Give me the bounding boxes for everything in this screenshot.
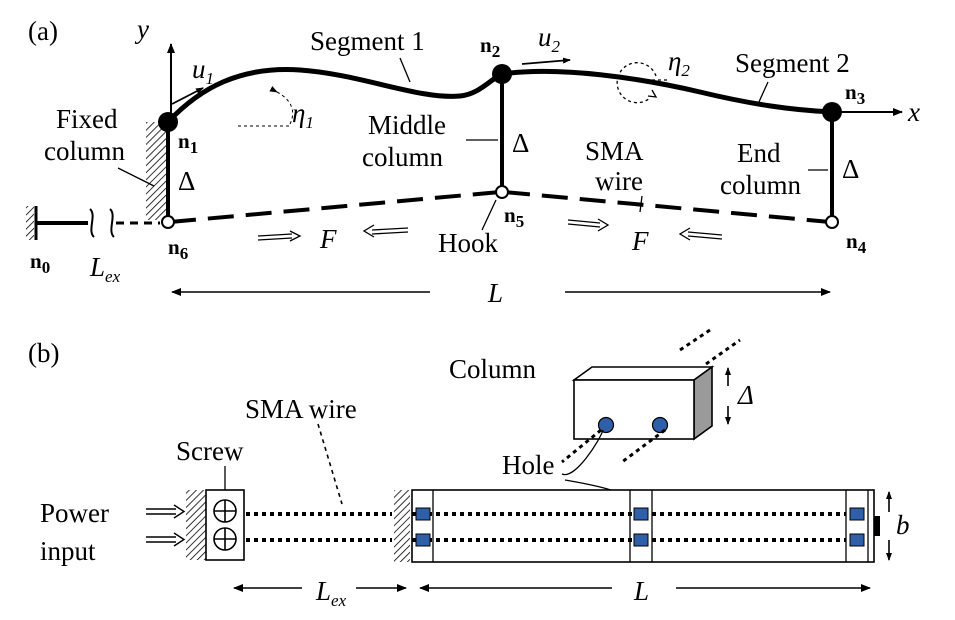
fixed-column-label-line2: column (44, 136, 125, 166)
column-label: Column (449, 354, 537, 384)
fixed-wall-hatch (146, 122, 166, 220)
eta1-label: η1 (292, 98, 314, 132)
fixed-column-label-line1: Fixed (56, 104, 118, 134)
beam-body (411, 489, 875, 563)
segment-1-label: Segment 1 (310, 26, 425, 56)
lex-label-a: Lex (89, 252, 121, 286)
panel-b: (b) Column Δ Hole (28, 328, 910, 610)
power-input-arrow-bottom (146, 532, 186, 547)
node-n2-label: n2 (480, 33, 500, 61)
eta2-arc (616, 62, 657, 104)
middle-column-label-line1: Middle (368, 110, 446, 140)
eta2-label: η2 (668, 46, 690, 80)
u1-arrow (171, 87, 204, 105)
beam-end-tab (874, 516, 880, 536)
eta1-arc (269, 86, 294, 125)
fixed-column-leader (117, 167, 155, 187)
end-column-label-line1: End (737, 138, 781, 168)
beam-wall-hatch (394, 490, 410, 562)
sma-wire-leader (639, 195, 643, 213)
u2-label: u2 (538, 22, 561, 56)
hook-label: Hook (438, 228, 498, 258)
length-label-a: L (487, 278, 503, 308)
delta-fixed-column: Δ (178, 166, 195, 196)
segment-2-leader (757, 81, 769, 105)
node-n6-label: n6 (168, 235, 188, 263)
n0-wall-hatch (26, 206, 34, 240)
x-axis-label: x (907, 97, 920, 127)
node-n4-label: n4 (846, 229, 867, 257)
beam-curve (166, 67, 833, 124)
node-n5-label: n5 (504, 203, 524, 231)
panel-a-label: (a) (28, 16, 58, 46)
panel-b-label: (b) (28, 338, 59, 368)
node-n5-ring (495, 185, 509, 199)
break-mark-1 (89, 208, 95, 238)
hole-label: Hole (502, 450, 555, 480)
power-input-label-line2: input (40, 536, 96, 566)
sma-wire-label-line1: SMA (585, 136, 644, 166)
column-3d-box (571, 365, 715, 441)
force-label-right: F (631, 226, 649, 256)
delta-end-column: Δ (842, 154, 859, 184)
break-mark-2 (109, 208, 115, 238)
column-hole-1 (597, 416, 615, 434)
node-n1-label: n1 (178, 129, 198, 157)
force-label-left: F (319, 224, 337, 254)
node-n4-ring (825, 215, 839, 229)
screw-icon-top (213, 499, 237, 523)
column-hole-2 (651, 416, 669, 434)
y-axis-label: y (134, 14, 149, 44)
panel-a: (a) y x n1 n2 n3 (26, 14, 920, 308)
power-input-arrow-top (146, 504, 186, 519)
lex-label-b: Lex (315, 576, 347, 610)
segment-1-leader (399, 57, 411, 83)
hole-axis-2-lower (621, 428, 666, 464)
sma-wire-left-dashed (169, 190, 501, 224)
node-n2-dot (492, 64, 512, 84)
screw-wall-hatch (186, 490, 206, 560)
delta-label-b: Δ (737, 380, 754, 410)
sma-wire-label-b: SMA wire (245, 394, 357, 424)
node-n3-dot (822, 102, 842, 122)
sma-wire-leader-b (317, 423, 343, 505)
force-arrow-right-pair (567, 218, 723, 241)
node-n0-label: n0 (30, 249, 50, 277)
node-n3-label: n3 (845, 80, 865, 108)
width-label: b (896, 510, 910, 540)
force-arrow-left-pair (257, 224, 409, 242)
hole-axis-1-upper (679, 328, 711, 352)
hole-leader-upper (561, 429, 604, 476)
segment-2-label: Segment 2 (735, 48, 850, 78)
sma-wire-right-dashed (503, 190, 831, 224)
u1-label: u1 (192, 54, 214, 88)
middle-column-label-line2: column (362, 142, 443, 172)
screw-icon-bottom (213, 527, 237, 551)
node-n1-dot (158, 112, 178, 132)
length-label-b: L (633, 576, 649, 606)
u2-arrow (521, 57, 571, 65)
beam-holes (415, 507, 865, 547)
eta2-arrowhead (647, 89, 658, 98)
power-input-label-line1: Power (40, 498, 109, 528)
hole-axis-1-lower (561, 428, 602, 464)
delta-middle-column: Δ (512, 128, 529, 158)
screw-label: Screw (176, 436, 244, 466)
node-n6-ring (161, 215, 175, 229)
hole-axis-2-upper (705, 338, 741, 366)
end-column-label-line2: column (720, 170, 801, 200)
hook-leader (481, 199, 497, 231)
sma-wire-label-line2: wire (595, 166, 643, 196)
